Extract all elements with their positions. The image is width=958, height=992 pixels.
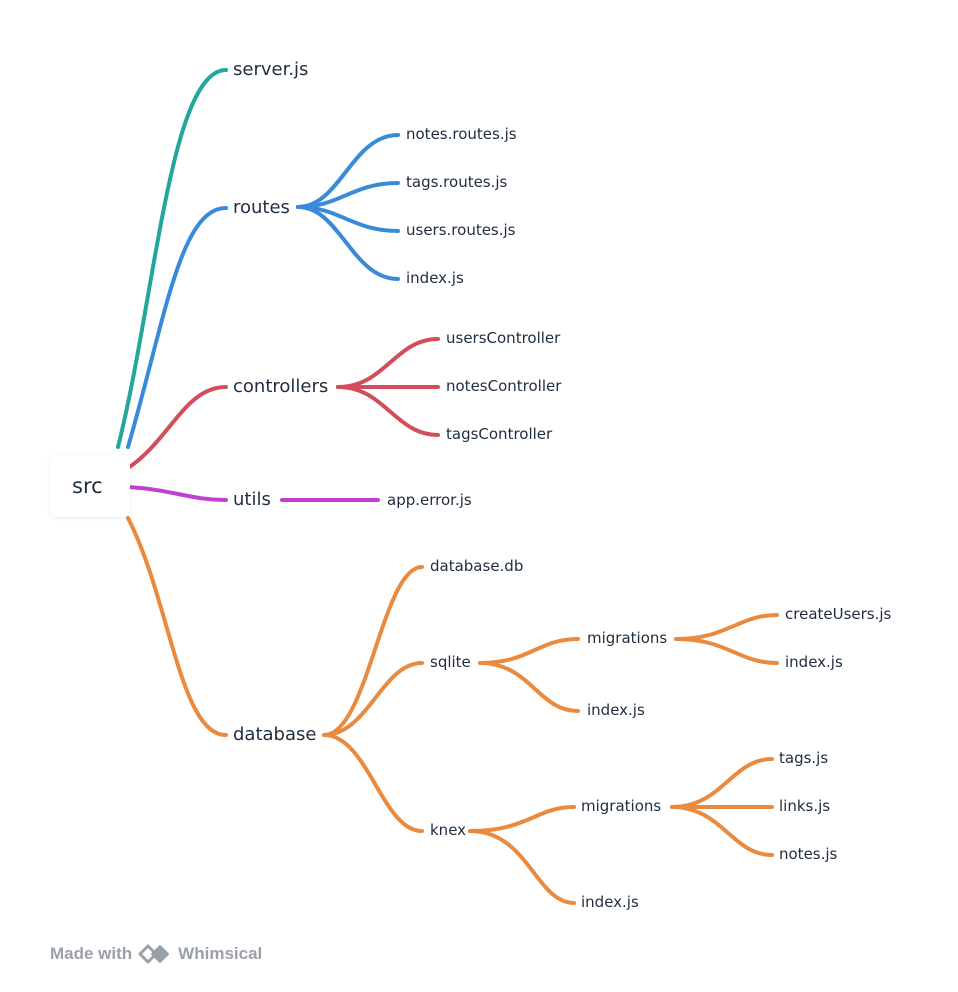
edge-database-db <box>322 565 424 737</box>
edge-src-server <box>116 68 228 449</box>
root-label: src <box>72 474 103 498</box>
made-with-text: Made with <box>50 944 133 963</box>
edge-knex-migrations <box>468 805 576 833</box>
root-node[interactable] <box>50 455 130 517</box>
edge-controllers-users <box>336 337 440 389</box>
node-routes-index[interactable]: index.js <box>406 269 464 287</box>
node-controllers[interactable]: controllers <box>233 376 329 397</box>
node-database[interactable]: database <box>233 724 317 745</box>
node-knex-index[interactable]: index.js <box>581 893 639 911</box>
edge-src-routes <box>126 206 228 449</box>
edge-src-database <box>126 516 228 737</box>
edge-knex-migrations-tags <box>670 757 774 809</box>
edge-database-knex <box>322 733 424 833</box>
node-notes-routes[interactable]: notes.routes.js <box>406 125 517 143</box>
node-routes[interactable]: routes <box>233 197 290 218</box>
node-knex-tags[interactable]: tags.js <box>779 749 829 767</box>
whimsical-logo-icon <box>138 943 172 965</box>
node-sqlite-migrations[interactable]: migrations <box>587 629 668 647</box>
edge-sqlite-index <box>478 661 580 713</box>
node-sqlite-migrations-index[interactable]: index.js <box>785 653 843 671</box>
edge-controllers-tags <box>336 385 440 437</box>
node-utils[interactable]: utils <box>233 489 271 510</box>
edge-knex-index <box>468 829 576 905</box>
edge-sqlite-migrations-createusers <box>674 613 779 641</box>
node-create-users[interactable]: createUsers.js <box>785 605 892 623</box>
edge-src-utils <box>126 485 228 502</box>
edge-sqlite-migrations <box>478 637 580 665</box>
node-tags-routes[interactable]: tags.routes.js <box>406 173 508 191</box>
node-sqlite-index[interactable]: index.js <box>587 701 645 719</box>
edge-routes-index <box>296 205 400 281</box>
node-app-error[interactable]: app.error.js <box>387 491 472 509</box>
whimsical-brand-text: Whimsical <box>178 944 263 963</box>
node-users-controller[interactable]: usersController <box>446 329 561 347</box>
node-knex-notes[interactable]: notes.js <box>779 845 838 863</box>
node-knex[interactable]: knex <box>430 821 467 839</box>
edge-src-controllers <box>126 385 228 470</box>
node-knex-migrations[interactable]: migrations <box>581 797 662 815</box>
edge-sqlite-migrations-index <box>674 637 779 665</box>
node-knex-links[interactable]: links.js <box>779 797 831 815</box>
node-database-db[interactable]: database.db <box>430 557 524 575</box>
edge-knex-migrations-notes <box>670 805 774 857</box>
made-with-whimsical[interactable]: Made with Whimsical <box>50 943 262 965</box>
node-sqlite[interactable]: sqlite <box>430 653 471 671</box>
node-users-routes[interactable]: users.routes.js <box>406 221 516 239</box>
node-tags-controller[interactable]: tagsController <box>446 425 553 443</box>
edge-database-sqlite <box>322 661 424 737</box>
node-notes-controller[interactable]: notesController <box>446 377 562 395</box>
node-server[interactable]: server.js <box>233 59 309 80</box>
